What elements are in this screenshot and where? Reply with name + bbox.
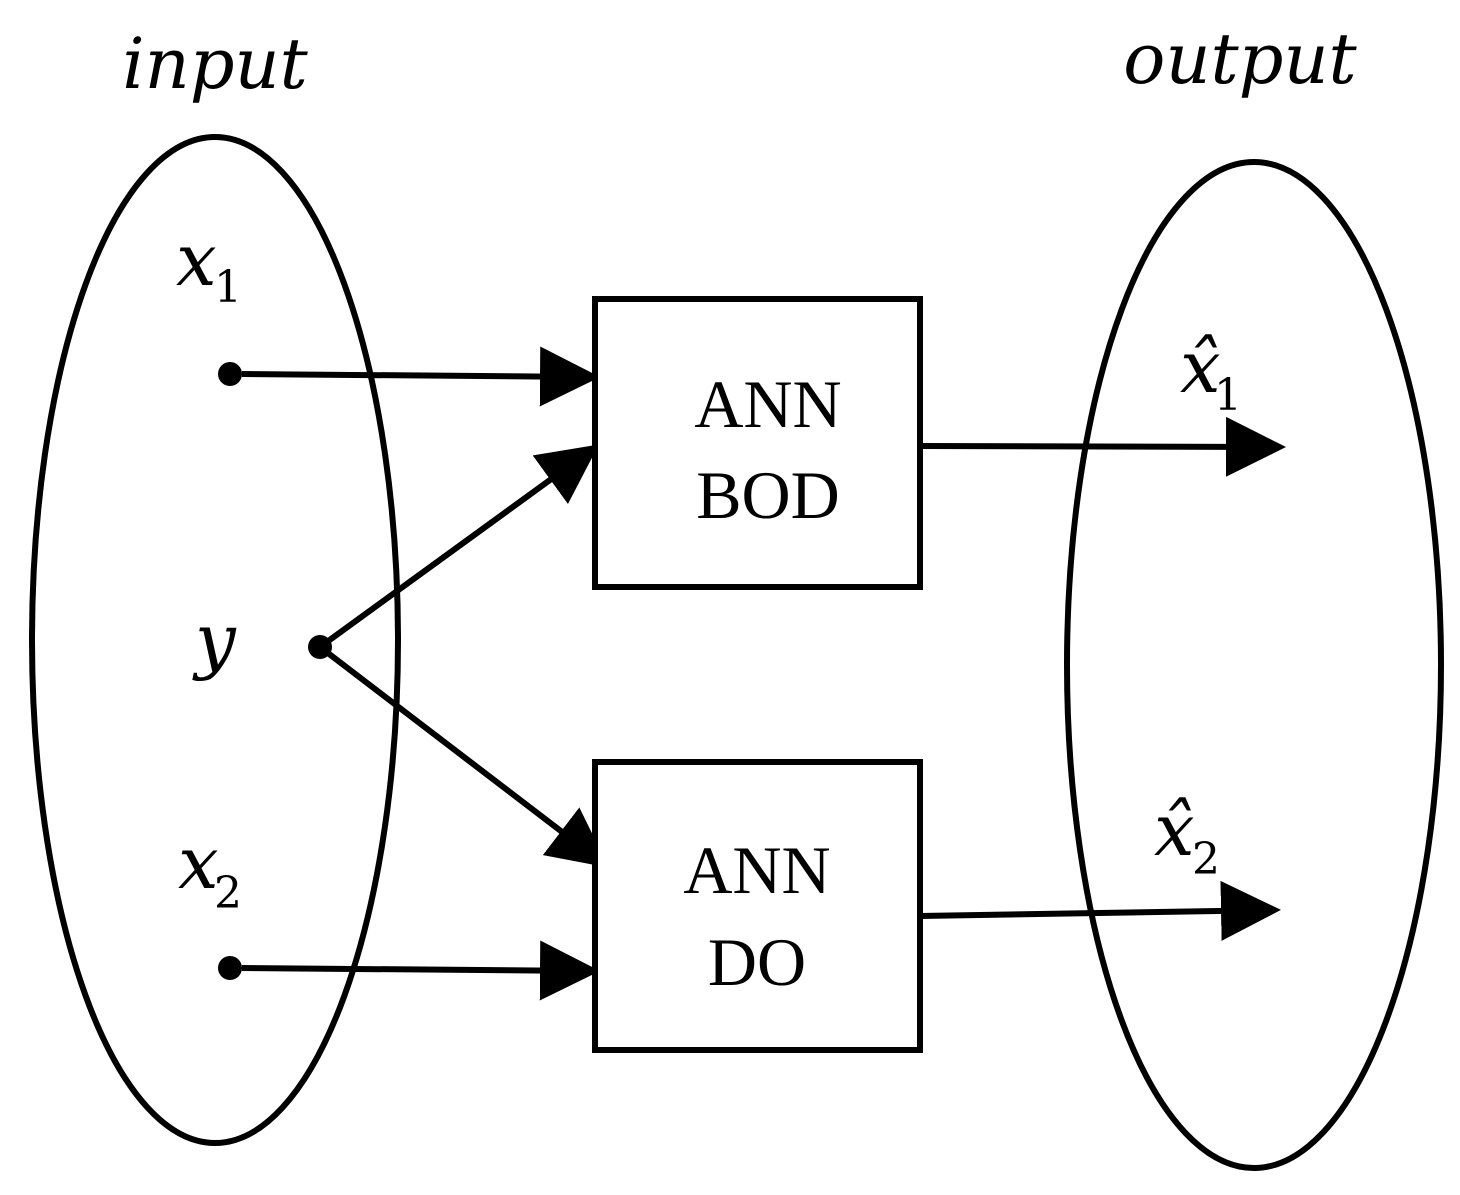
output-title: output — [1123, 18, 1357, 100]
ann-do-box — [592, 759, 923, 1053]
ann-do-to-xhat2-arrow — [919, 880, 1281, 941]
output-set-ellipse — [1064, 159, 1444, 1171]
x2-symbol: x — [178, 821, 219, 905]
xhat2-symbol: x̂ — [1154, 788, 1195, 872]
x2-subscript: 2 — [214, 868, 242, 919]
ann-bod-box — [592, 296, 923, 590]
xhat2-subscript: 2 — [1192, 834, 1220, 885]
xhat2-label: x̂ 2 — [1154, 788, 1220, 885]
x1-node — [218, 362, 242, 386]
x1-label: x 1 — [176, 218, 242, 313]
x2-node — [218, 956, 242, 980]
ann-bod-line2: BOD — [696, 457, 840, 533]
ann-do-line2: DO — [708, 924, 806, 1000]
y-label: y — [192, 598, 237, 682]
ann-bod-to-xhat1-arrow — [919, 416, 1286, 477]
x2-label: x 2 — [178, 821, 242, 919]
x1-symbol: x — [176, 218, 217, 302]
input-set-ellipse — [29, 134, 401, 1146]
ann-do-line1: ANN — [683, 832, 830, 908]
x1-to-ann-bod-arrow — [241, 346, 600, 407]
x2-to-ann-do-arrow — [241, 940, 600, 1001]
y-to-ann-bod-arrow — [318, 444, 599, 650]
xhat1-symbol: x̂ — [1180, 325, 1221, 409]
input-title: input — [122, 23, 308, 105]
y-to-ann-do-arrow — [318, 644, 609, 868]
x1-subscript: 1 — [214, 262, 242, 313]
xhat1-label: x̂ 1 — [1180, 325, 1242, 421]
ann-bod-line1: ANN — [694, 366, 841, 442]
xhat1-subscript: 1 — [1214, 370, 1242, 421]
